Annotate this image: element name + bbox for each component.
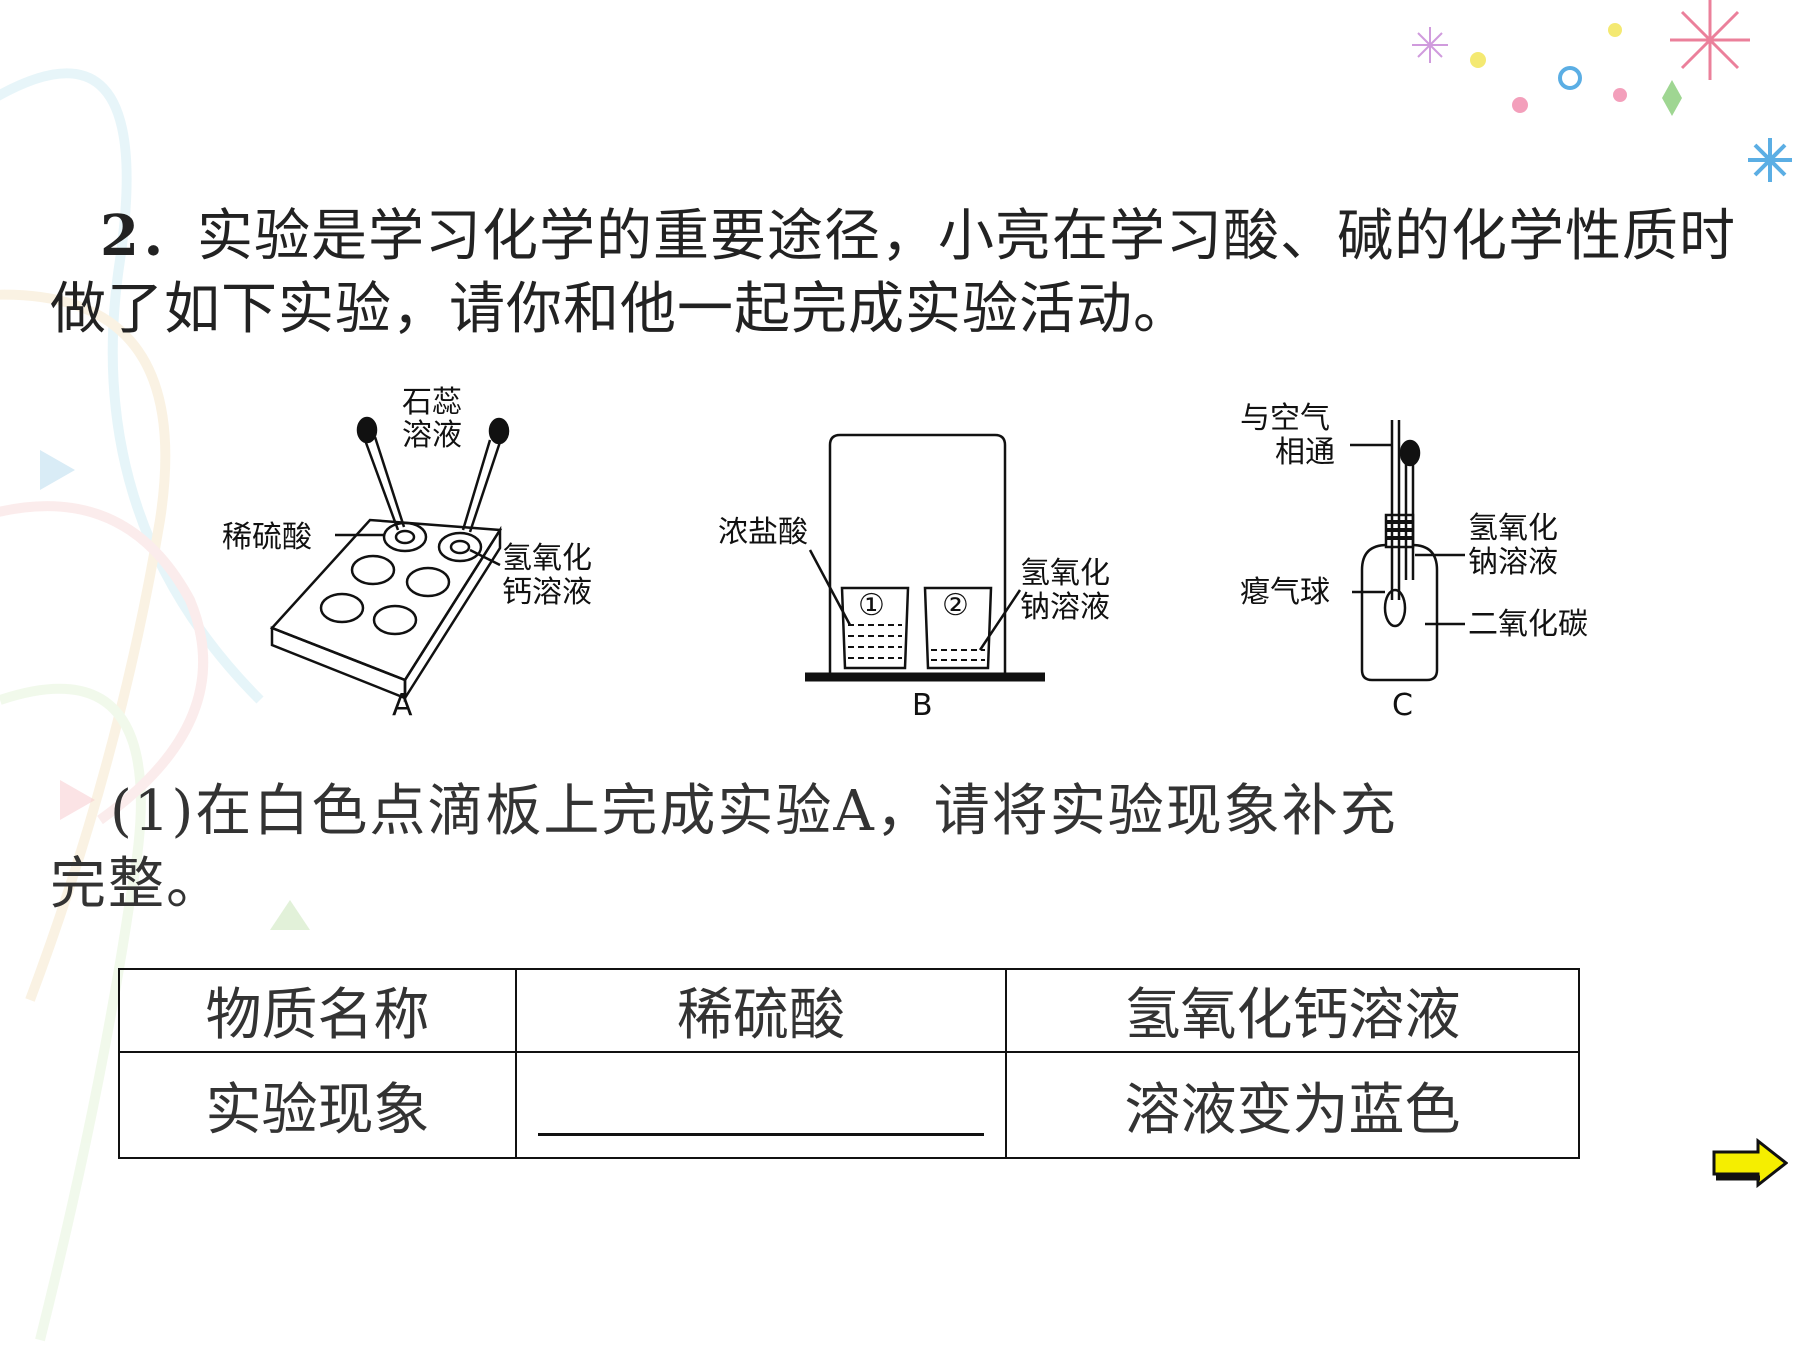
label-naoh-b-2: 钠溶液 [1020,590,1110,625]
bell-jar-diagram [805,433,1045,682]
caption-a: A [392,688,413,723]
header-substance: 物质名称 [118,968,517,1053]
label-balloon: 瘪气球 [1240,575,1330,610]
spot-plate-diagram [269,416,510,703]
label-caoh2-1: 氢氧化 [502,541,592,576]
beaker-1-label: ① [858,588,885,623]
question-number: 2． [100,203,197,269]
bottle-diagram [1350,420,1465,682]
star-icon [1412,27,1448,63]
label-air-2: 相通 [1275,435,1335,470]
label-litmus-1: 石蕊 [402,385,462,420]
label-co2: 二氧化碳 [1468,607,1588,642]
caption-c: C [1392,688,1413,723]
star-icon [1670,0,1750,80]
beaker-2-label: ② [942,588,969,623]
subquestion-text: (1)在白色点滴板上完成实验A，请将实验现象补充完整。 [50,775,1450,921]
caoh2-phenomenon: 溶液变为蓝色 [1005,1051,1580,1159]
label-naoh-b-1: 氢氧化 [1020,556,1110,591]
table-row: 物质名称 稀硫酸 氢氧化钙溶液 [118,968,1580,1053]
label-caoh2-2: 钙溶液 [502,575,592,610]
answer-blank[interactable] [538,1083,984,1136]
header-caoh2: 氢氧化钙溶液 [1005,968,1580,1053]
star-icon [1748,138,1792,182]
label-naoh-c-1: 氢氧化 [1468,511,1558,546]
caption-b: B [912,688,933,723]
header-h2so4: 稀硫酸 [515,968,1007,1053]
right-arrow-icon[interactable] [1712,1138,1788,1188]
observation-table: 物质名称 稀硫酸 氢氧化钙溶液 实验现象 溶液变为蓝色 [118,968,1580,1159]
experiment-figure: 石蕊 溶液 稀硫酸 氢氧化 钙溶液 A 浓盐酸 ① ② 氢氧化 钠溶液 B 与空… [222,385,1588,723]
table-row: 实验现象 溶液变为蓝色 [118,1051,1580,1159]
label-air-1: 与空气 [1240,401,1330,436]
question-body: 实验是学习化学的重要途径，小亮在学习酸、碱的化学性质时做了如下实验，请你和他一起… [50,204,1736,342]
question-text: 2．实验是学习化学的重要途径，小亮在学习酸、碱的化学性质时做了如下实验，请你和他… [50,200,1760,346]
row-label-phenomenon: 实验现象 [118,1051,517,1159]
subquestion-body: (1)在白色点滴板上完成实验A，请将实验现象补充完整。 [50,779,1398,917]
label-naoh-c-2: 钠溶液 [1468,545,1558,580]
answer-cell [515,1051,1007,1159]
label-dilute-h2so4: 稀硫酸 [222,520,312,555]
label-conc-hcl: 浓盐酸 [718,515,808,550]
label-litmus-2: 溶液 [402,418,462,453]
